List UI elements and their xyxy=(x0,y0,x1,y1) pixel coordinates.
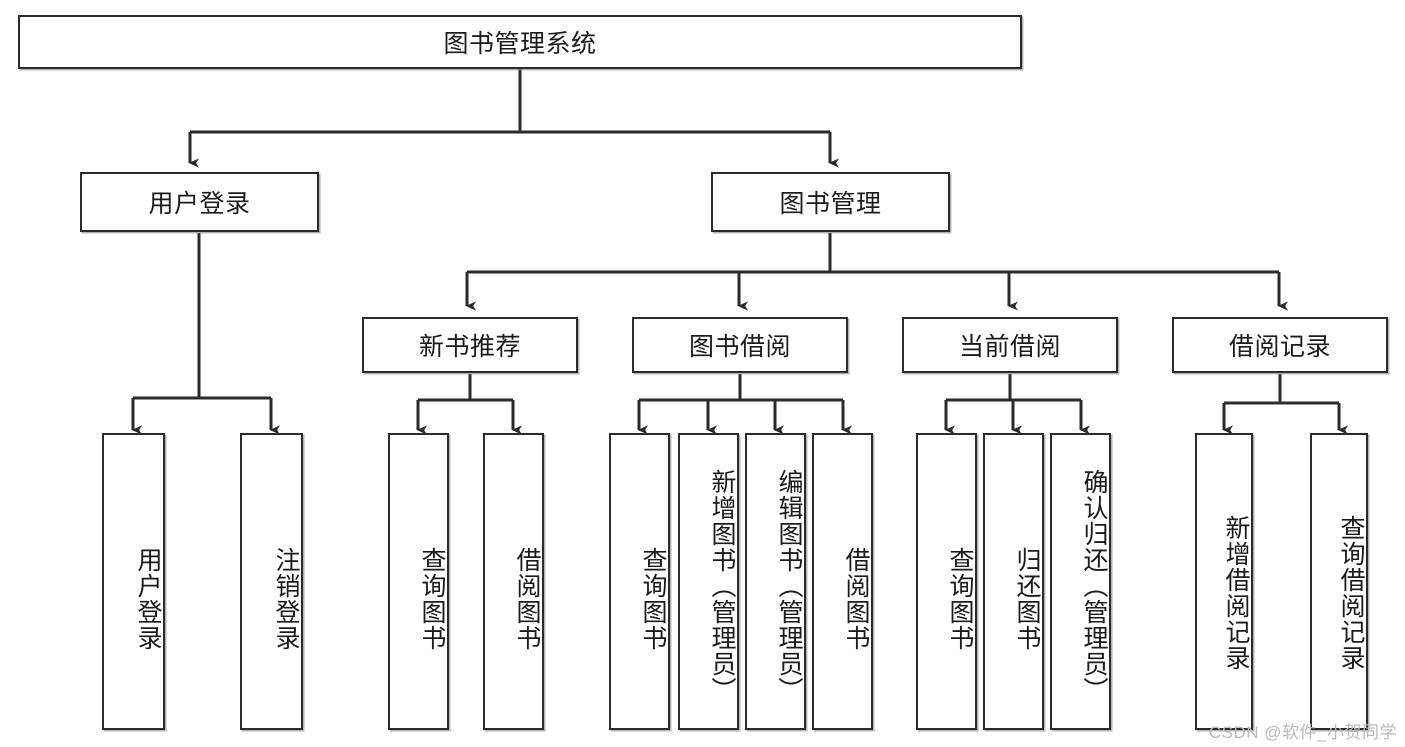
leaf-query-book-2-label: 查询图书 xyxy=(639,546,667,651)
leaf-add-borrow-record[interactable]: 新增借阅记录 xyxy=(1195,433,1253,730)
node-book-borrow-label: 图书借阅 xyxy=(688,333,791,361)
leaf-query-borrow-record-label: 查询借阅记录 xyxy=(1337,514,1365,671)
leaf-borrow-book-2-label: 借阅图书 xyxy=(842,546,870,651)
node-root-label: 图书管理系统 xyxy=(443,30,597,58)
node-new-book-recommend[interactable]: 新书推荐 xyxy=(362,317,578,373)
leaf-add-book-admin[interactable]: 新增图书（管理员） xyxy=(678,433,739,730)
leaf-borrow-book-1-label: 借阅图书 xyxy=(513,546,541,651)
node-user-login-label: 用户登录 xyxy=(148,190,251,218)
leaf-query-book-1[interactable]: 查询图书 xyxy=(388,433,449,730)
csdn-watermark: CSDN @软件_小贺同学 xyxy=(1208,723,1397,742)
leaf-edit-book-admin[interactable]: 编辑图书（管理员） xyxy=(745,433,806,730)
leaf-user-login-label: 用户登录 xyxy=(134,546,162,651)
leaf-user-login[interactable]: 用户登录 xyxy=(102,433,165,730)
leaf-logout-label: 注销登录 xyxy=(272,546,300,651)
leaf-logout[interactable]: 注销登录 xyxy=(240,433,303,730)
node-book-management-label: 图书管理 xyxy=(779,190,882,218)
leaf-return-book[interactable]: 归还图书 xyxy=(983,433,1044,730)
node-book-management[interactable]: 图书管理 xyxy=(711,172,950,232)
leaf-borrow-book-2[interactable]: 借阅图书 xyxy=(812,433,873,730)
node-new-book-recommend-label: 新书推荐 xyxy=(418,333,521,361)
node-root[interactable]: 图书管理系统 xyxy=(18,15,1022,69)
node-current-borrow-label: 当前借阅 xyxy=(958,333,1061,361)
node-user-login[interactable]: 用户登录 xyxy=(80,172,319,232)
leaf-query-book-3-label: 查询图书 xyxy=(946,546,974,651)
leaf-edit-book-admin-label: 编辑图书（管理员） xyxy=(775,468,803,703)
leaf-add-borrow-record-label: 新增借阅记录 xyxy=(1222,514,1250,671)
leaf-query-book-3[interactable]: 查询图书 xyxy=(916,433,977,730)
leaf-add-book-admin-label: 新增图书（管理员） xyxy=(708,468,736,703)
leaf-confirm-return-admin[interactable]: 确认归还（管理员） xyxy=(1050,433,1111,730)
leaf-query-book-1-label: 查询图书 xyxy=(418,546,446,651)
node-borrow-records[interactable]: 借阅记录 xyxy=(1172,317,1388,373)
leaf-return-book-label: 归还图书 xyxy=(1013,546,1041,651)
leaf-query-book-2[interactable]: 查询图书 xyxy=(609,433,670,730)
leaf-query-borrow-record[interactable]: 查询借阅记录 xyxy=(1310,433,1368,730)
node-borrow-records-label: 借阅记录 xyxy=(1228,333,1331,361)
leaf-borrow-book-1[interactable]: 借阅图书 xyxy=(483,433,544,730)
node-book-borrow[interactable]: 图书借阅 xyxy=(632,317,848,373)
leaf-confirm-return-admin-label: 确认归还（管理员） xyxy=(1080,468,1108,703)
node-current-borrow[interactable]: 当前借阅 xyxy=(902,317,1118,373)
